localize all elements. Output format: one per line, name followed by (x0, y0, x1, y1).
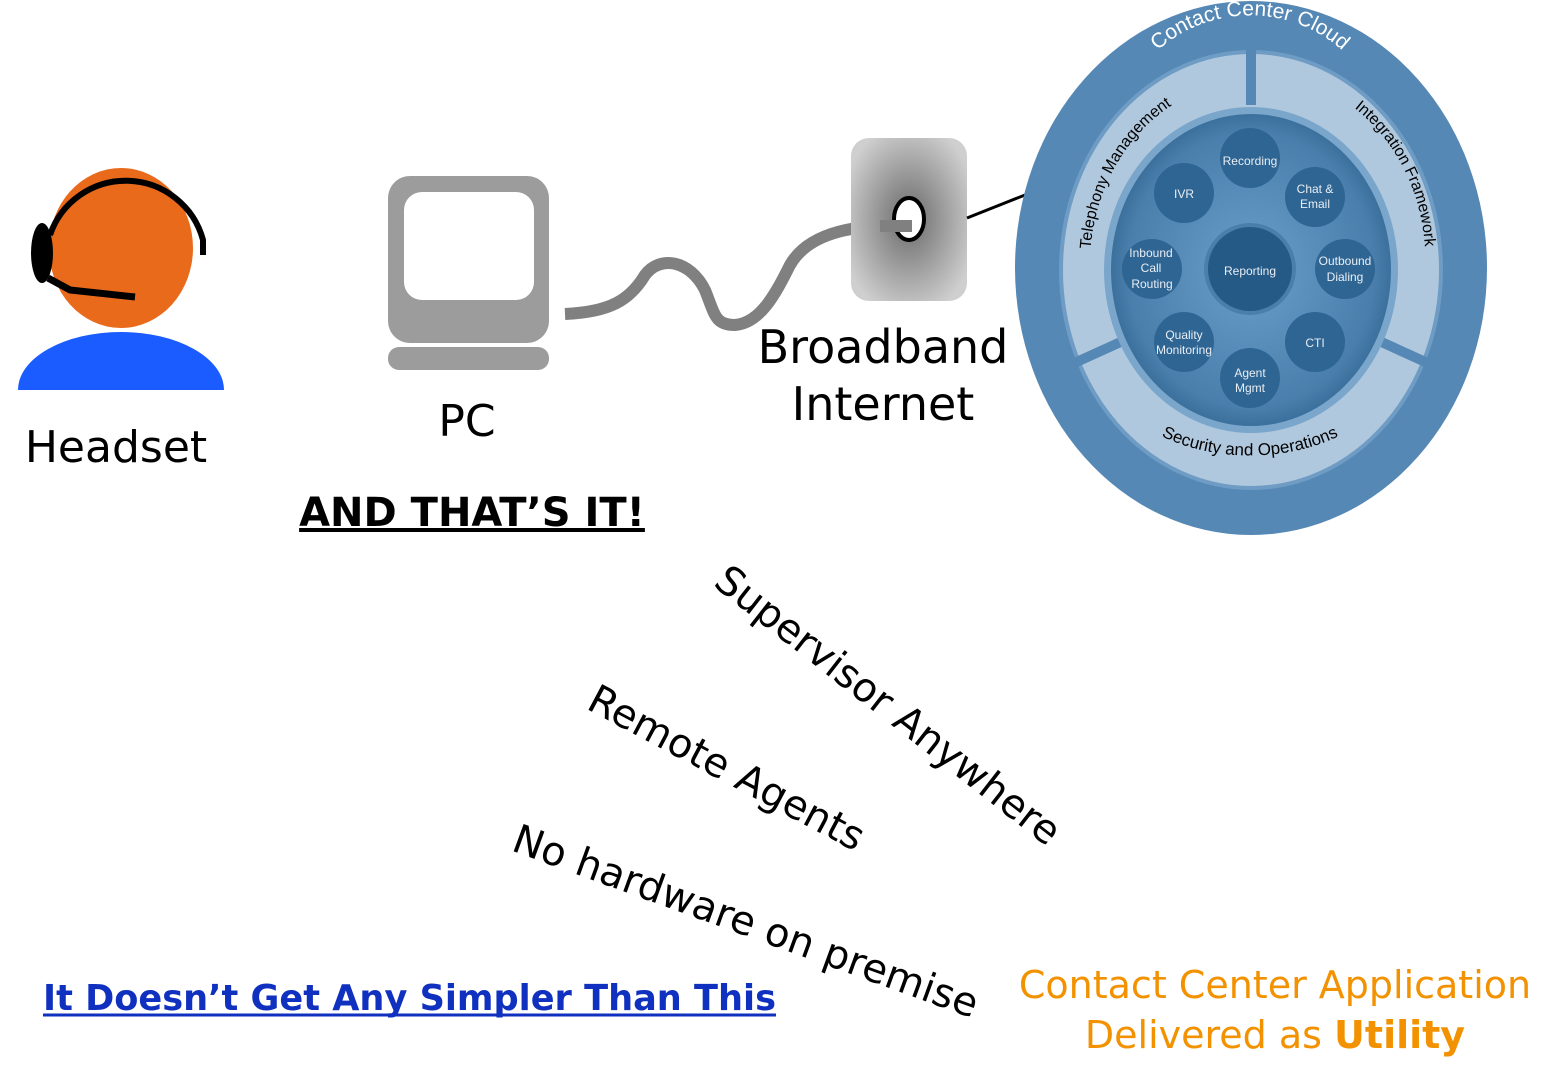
utility-bold: Utility (1334, 1013, 1465, 1057)
broadband-jack-icon (851, 138, 967, 301)
simpler-link[interactable]: It Doesn’t Get Any Simpler Than This (43, 978, 776, 1019)
utility-prefix: Delivered as (1085, 1013, 1334, 1057)
bubble-recording (1220, 128, 1280, 188)
bubble-ivr-label: IVR (1174, 187, 1194, 201)
pc-icon (388, 176, 549, 370)
bubble-agent-label-1: Agent (1234, 366, 1266, 380)
remote-agents-text: Remote Agents (580, 676, 872, 860)
bubble-chat-email (1285, 167, 1345, 227)
bubble-inbound-label-3: Routing (1131, 277, 1172, 291)
bubble-outbound-label-1: Outbound (1319, 254, 1372, 268)
bubble-quality-label-1: Quality (1165, 328, 1202, 342)
broadband-label-line2: Internet (792, 377, 975, 431)
pc-label: PC (438, 396, 495, 447)
bubble-inbound-label-1: Inbound (1129, 246, 1172, 260)
headset-label: Headset (25, 422, 207, 473)
broadband-label-line1: Broadband (758, 320, 1009, 374)
bubble-inbound-routing (1122, 239, 1182, 299)
bubble-agent-label-2: Mgmt (1235, 381, 1266, 395)
bubble-cti-label: CTI (1305, 336, 1324, 350)
bubble-outbound-dialing (1315, 239, 1375, 299)
bubble-inbound-label-2: Call (1141, 261, 1162, 275)
contact-center-cloud-diagram: Contact Center Cloud Telephony Managemen… (1015, 0, 1487, 535)
network-cable (564, 219, 906, 332)
bubble-reporting-label: Reporting (1224, 264, 1276, 278)
headset-person-icon (18, 168, 224, 390)
bubble-quality-monitoring (1154, 312, 1214, 372)
bubble-recording-label: Recording (1223, 154, 1278, 168)
bubble-quality-label-2: Monitoring (1156, 343, 1212, 357)
bubble-ivr (1154, 163, 1214, 223)
bubble-chat-label-1: Chat & (1297, 182, 1334, 196)
bubble-agent-mgmt (1220, 348, 1280, 408)
bubble-chat-label-2: Email (1300, 197, 1330, 211)
bubble-cti (1285, 312, 1345, 372)
bubble-reporting (1208, 227, 1292, 311)
bubble-outbound-label-2: Dialing (1327, 270, 1364, 284)
utility-line2: Delivered as Utility (1085, 1013, 1465, 1057)
utility-line1: Contact Center Application (1019, 963, 1531, 1007)
and-thats-it-heading: AND THAT’S IT! (299, 490, 645, 536)
connector-line (966, 193, 1026, 220)
